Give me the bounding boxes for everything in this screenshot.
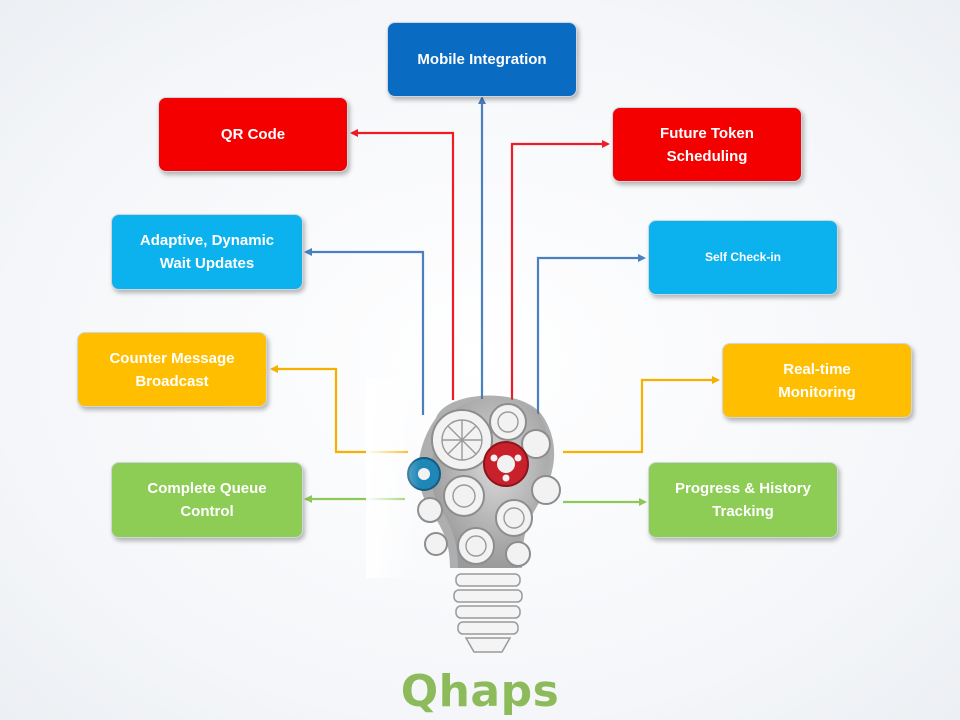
realtime-monitoring-box: Real-time Monitoring <box>722 343 912 418</box>
complete-queue-line2: Control <box>180 503 234 520</box>
gear-lightbulb-icon <box>366 378 561 653</box>
brand-name: Qhaps <box>400 666 560 717</box>
self-check-in-label: Self Check-in <box>704 250 782 264</box>
progress-history-line2: Tracking <box>712 503 774 520</box>
connector-selfcheck <box>536 254 646 420</box>
counter-message-line1: Counter Message <box>109 349 235 367</box>
mobile-integration-box: Mobile Integration <box>387 22 577 97</box>
realtime-monitoring-line2: Monitoring <box>778 383 856 401</box>
progress-history-box: Progress & History Tracking <box>648 462 838 538</box>
self-check-in-box: Self Check-in <box>648 220 838 295</box>
counter-message-line2: Broadcast <box>135 372 209 390</box>
qr-code-label: QR Code <box>220 126 286 143</box>
progress-history-line1: Progress & History <box>675 480 811 497</box>
future-token-line1: Future Token <box>660 124 754 142</box>
connector-realtime <box>563 376 720 454</box>
adaptive-wait-line1: Adaptive, Dynamic <box>139 232 275 249</box>
complete-queue-box: Complete Queue Control <box>111 462 303 538</box>
adaptive-wait-box: Adaptive, Dynamic Wait Updates <box>111 214 303 290</box>
connector-future <box>510 140 610 400</box>
realtime-monitoring-line1: Real-time <box>783 360 851 378</box>
mobile-integration-label: Mobile Integration <box>417 51 547 68</box>
complete-queue-line1: Complete Queue <box>147 480 267 497</box>
qr-code-box: QR Code <box>158 97 348 172</box>
connector-adaptive <box>304 248 425 415</box>
connector-qr <box>350 129 455 400</box>
future-token-line2: Scheduling <box>666 147 748 165</box>
future-token-box: Future Token Scheduling <box>612 107 802 182</box>
adaptive-wait-line2: Wait Updates <box>159 255 255 272</box>
counter-message-box: Counter Message Broadcast <box>77 332 267 407</box>
